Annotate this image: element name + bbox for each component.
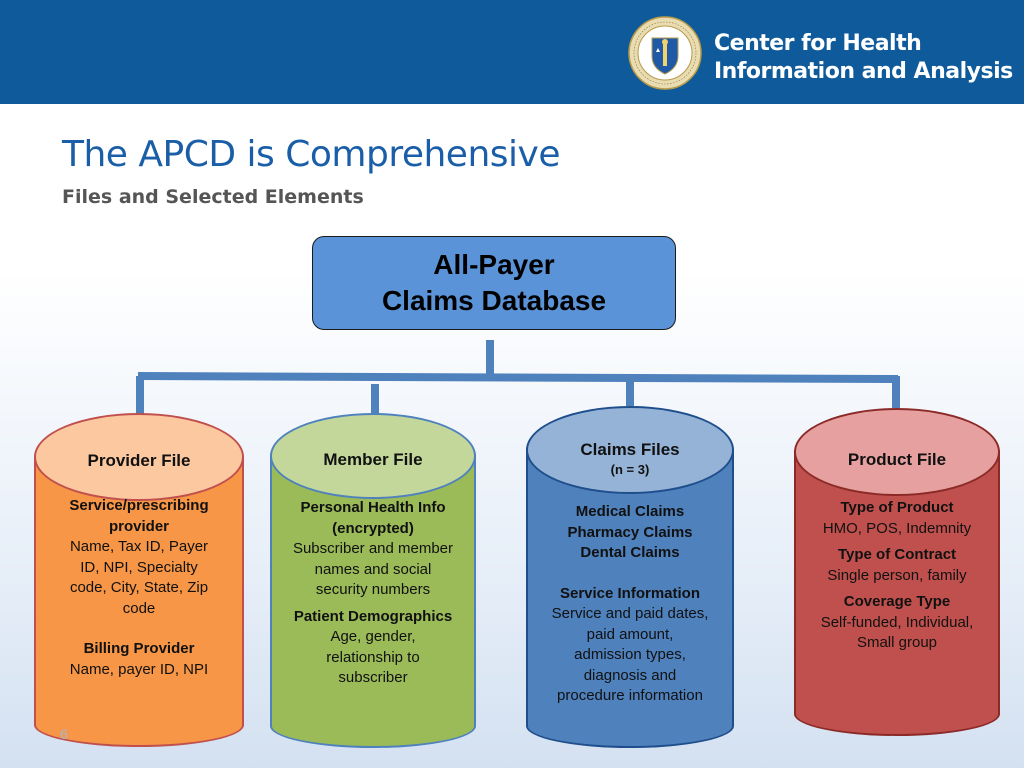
claims-files-details: Medical Claims Pharmacy Claims Dental Cl… — [551, 503, 709, 704]
provider-file-top — [34, 413, 244, 501]
provider-file-details: Service/prescribing provider Name, Tax I… — [69, 497, 209, 678]
product-file-body — [794, 452, 1000, 736]
all-payer-claims-database-box: All-Payer Claims Database — [312, 236, 676, 330]
root-title-line1: All-Payer — [433, 249, 555, 280]
organization-name-line2: Information and Analysis — [714, 59, 1013, 84]
product-file-title: Product File — [847, 450, 947, 469]
header-bar: Center for Health Information and Analys… — [0, 0, 1024, 104]
organization-name-line1: Center for Health — [714, 31, 922, 56]
page-subtitle: Files and Selected Elements — [62, 186, 364, 208]
organization-name: Center for Health Information and Analys… — [714, 30, 1013, 86]
root-title-line2: Claims Database — [381, 285, 607, 316]
page-number: 6 — [60, 726, 68, 742]
member-file-details: Personal Health Info (encrypted) Subscri… — [292, 499, 454, 686]
page-title: The APCD is Comprehensive — [62, 134, 560, 175]
claims-files-title: Claims Files (n = 3) — [526, 440, 734, 477]
member-file-body — [270, 456, 476, 748]
product-file-details: Type of Product HMO, POS, Indemnity Type… — [820, 499, 974, 651]
massachusetts-seal-icon — [628, 16, 702, 90]
claims-files-top — [526, 406, 734, 494]
claims-files-count: (n = 3) — [610, 462, 650, 477]
provider-file-body — [34, 457, 244, 747]
connector-horizontal-bar — [137, 372, 899, 383]
member-file-title: Member File — [323, 450, 423, 469]
product-file-top — [794, 408, 1000, 496]
claims-files-body — [526, 450, 734, 748]
member-file-top — [270, 413, 476, 499]
provider-file-title: Provider File — [87, 451, 191, 470]
